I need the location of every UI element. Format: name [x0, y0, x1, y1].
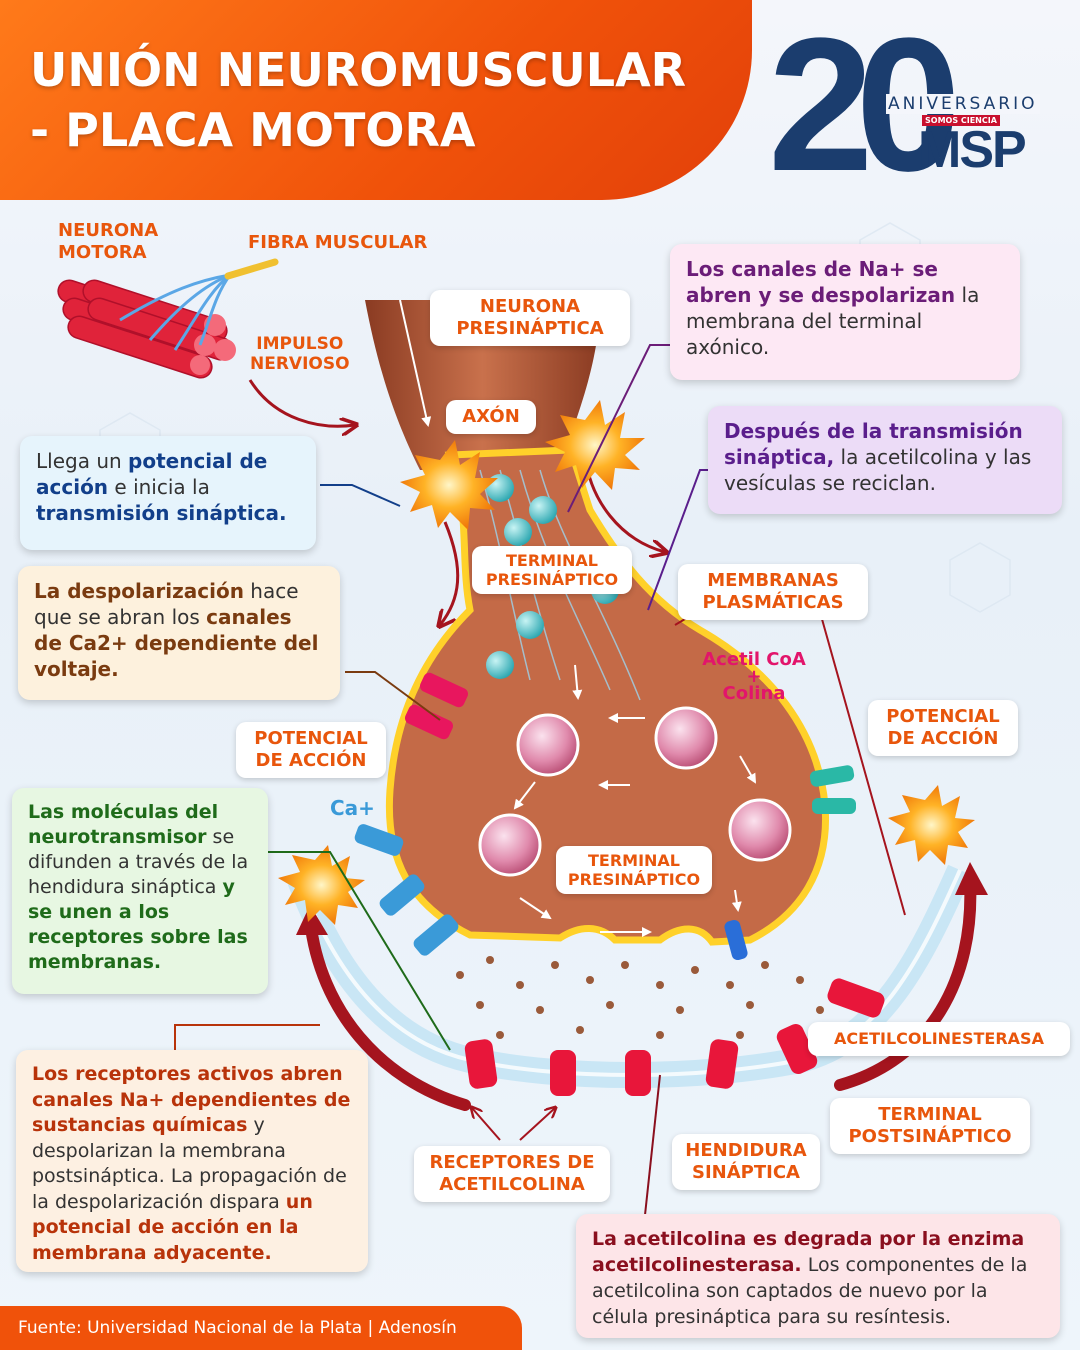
label-line: Acetil CoA	[702, 649, 806, 670]
label-line: POTENCIAL	[886, 706, 1000, 727]
title-line-1: UNIÓN NEUROMUSCULAR	[30, 43, 687, 97]
potencial-accion-right-label: POTENCIAL DE ACCIÓN	[868, 700, 1018, 756]
label-line: TERMINAL	[587, 851, 680, 870]
transmision-info-box: Después de la transmisión sináptica, la …	[708, 406, 1062, 514]
receptores-acetilcolina-label: RECEPTORES DE ACETILCOLINA	[414, 1146, 610, 1202]
title-line-2: - PLACA MOTORA	[30, 103, 476, 157]
left-propagation-arrow	[304, 914, 471, 1111]
label-line: Colina	[722, 683, 786, 704]
potencial-accion-info-box: Llega un potencial de acción e inicia la…	[20, 436, 316, 550]
acetilcolinesterasa-label: ACETILCOLINESTERASA	[808, 1022, 1070, 1056]
brand-logo-tagline: SOMOS CIENCIA	[922, 115, 1000, 126]
fibra-muscular-label: FIBRA MUSCULAR	[248, 232, 428, 253]
despolarizacion-info-box: La despolarización hace que se abran los…	[18, 566, 340, 700]
moleculas-info-box: Las moléculas del neurotransmisor se dif…	[12, 788, 268, 994]
info-bold-text: La despolarización	[34, 579, 244, 603]
brand-logo: MSP	[918, 121, 1027, 179]
label-line: DE ACCIÓN	[887, 728, 999, 749]
potencial-accion-left-label: POTENCIAL DE ACCIÓN	[236, 722, 386, 778]
info-bold-text: potencial de acción	[36, 449, 268, 499]
impulse-arrow	[248, 379, 355, 426]
source-footer: Fuente: Universidad Nacional de la Plata…	[0, 1306, 522, 1350]
action-potential-burst-axon	[400, 400, 645, 530]
label-line: NEURONA	[58, 220, 159, 241]
info-text: la acetilcolina y las vesículas se recic…	[724, 445, 1032, 495]
info-bold-text: canales de Ca2+ dependiente del voltaje.	[34, 605, 319, 681]
info-bold-text: un potencial de acción en la membrana ad…	[32, 1190, 313, 1264]
calcium-channels	[354, 672, 856, 961]
info-bold-text: Las moléculas del neurotransmisor	[28, 801, 219, 848]
acetilcolina-info-box: La acetilcolina es degrada por la enzima…	[576, 1214, 1060, 1338]
neurona-presinaptica-label: NEURONA PRESINÁPTICA	[430, 290, 630, 346]
info-text: hace que se abran los	[34, 579, 299, 629]
label-line: PLASMÁTICAS	[702, 592, 844, 613]
impulso-nervioso-label: IMPULSO NERVIOSO	[250, 334, 350, 374]
label-line: PRESINÁPTICO	[485, 570, 619, 589]
synaptic-vesicles	[478, 706, 792, 877]
info-bold-text: transmisión sináptica.	[36, 501, 287, 525]
info-text: Los componentes de la acetilcolina son c…	[592, 1254, 1028, 1328]
action-potential-burst-right	[888, 785, 975, 865]
info-text: se difunden a través de la hendidura sin…	[28, 826, 249, 898]
info-bold-text: La acetilcolina es degrada por la enzima…	[592, 1228, 1025, 1276]
label-line: MEMBRANAS	[707, 570, 839, 591]
label-line: TERMINAL	[878, 1104, 982, 1125]
action-potential-burst-left	[278, 845, 365, 925]
label-line: SINÁPTICA	[692, 1162, 800, 1183]
axon-label: AXÓN	[446, 400, 536, 434]
info-text: y despolarizan la membrana postsináptica…	[32, 1114, 347, 1213]
info-text: la membrana del terminal axónico.	[686, 283, 980, 359]
label-line: POTENCIAL	[254, 728, 368, 749]
label-line: POSTSINÁPTICO	[848, 1126, 1012, 1147]
label-line: RECEPTORES DE	[429, 1152, 595, 1173]
label-line: MOTORA	[58, 242, 147, 263]
title-banner	[0, 0, 752, 200]
info-text: Llega un	[36, 449, 129, 473]
label-line: PRESINÁPTICO	[567, 870, 701, 889]
label-line: TERMINAL	[505, 551, 598, 570]
label-line: NEURONA	[479, 296, 581, 317]
page-title: UNIÓN NEUROMUSCULAR - PLACA MOTORA	[30, 40, 730, 160]
info-bold-text: y se unen a los receptores sobre las mem…	[28, 876, 248, 973]
anniversary-logo-text: ANIVERSARIO	[886, 94, 1040, 114]
info-bold-text: Los canales de Na+ se abren y se despola…	[686, 257, 956, 307]
label-line: ACETILCOLINA	[439, 1174, 585, 1195]
neurotransmitter-dots	[456, 956, 824, 1039]
label-line: NERVIOSO	[250, 354, 350, 374]
terminal-postsinaptico-label: TERMINAL POSTSINÁPTICO	[830, 1098, 1030, 1154]
label-line: IMPULSO	[256, 334, 344, 354]
neurona-motora-label: NEURONA MOTORA	[58, 220, 158, 264]
hendidura-sinaptica-label: HENDIDURA SINÁPTICA	[672, 1134, 820, 1190]
muscle-fiber-bundle	[57, 258, 279, 379]
label-line: HENDIDURA	[685, 1140, 807, 1161]
acetylcholine-receptors	[464, 978, 885, 1096]
receptores-info-box: Los receptores activos abren canales Na+…	[16, 1050, 368, 1272]
acetil-coa-colina-label: Acetil CoA + Colina	[690, 650, 818, 704]
membranas-plasmaticas-label: MEMBRANAS PLASMÁTICAS	[678, 564, 868, 620]
terminal-presinaptico-top-label: TERMINAL PRESINÁPTICO	[472, 546, 632, 594]
calcium-ion-label: Ca+	[330, 796, 375, 820]
info-bold-text: Los receptores activos abren canales Na+…	[32, 1063, 351, 1136]
info-bold-text: Después de la transmisión sináptica,	[724, 419, 1023, 469]
label-line: +	[746, 666, 762, 687]
label-line: DE ACCIÓN	[255, 750, 367, 771]
info-text: e inicia la	[108, 475, 210, 499]
terminal-presinaptico-mid-label: TERMINAL PRESINÁPTICO	[556, 846, 712, 894]
label-line: PRESINÁPTICA	[456, 318, 604, 339]
right-propagation-arrow	[834, 874, 977, 1091]
na-channels-info-box: Los canales de Na+ se abren y se despola…	[670, 244, 1020, 380]
